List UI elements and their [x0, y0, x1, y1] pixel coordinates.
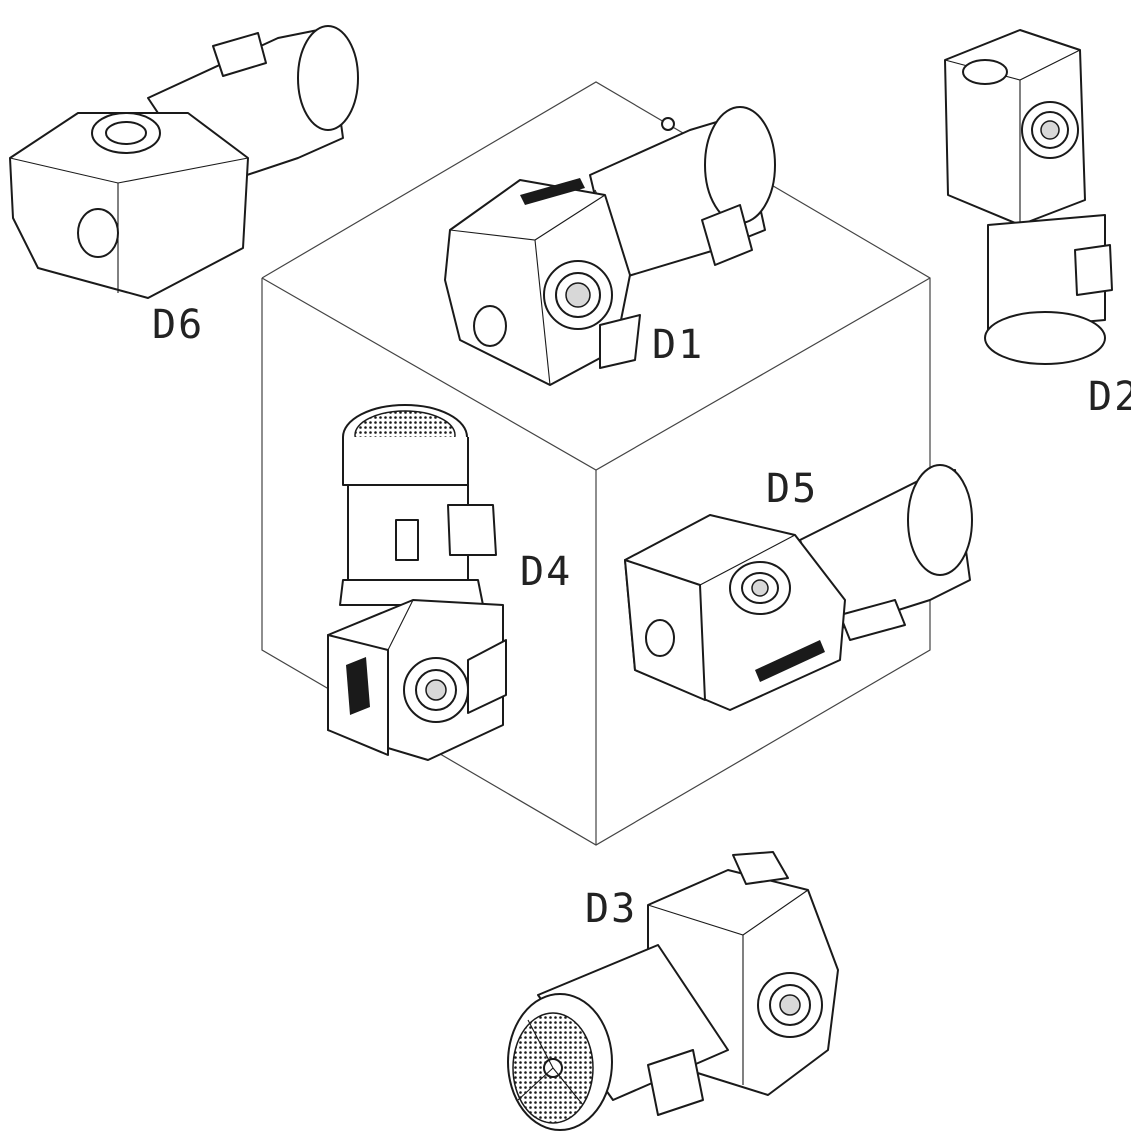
- gearmotor-d3: [507, 851, 839, 1131]
- brand-plate-icon: [755, 640, 825, 682]
- gearmotor-d5: [624, 464, 973, 711]
- brand-plate-icon: [520, 178, 585, 205]
- gearmotor-d4: [327, 404, 507, 761]
- label-d6: D6: [152, 302, 204, 348]
- label-d5: D5: [766, 466, 818, 512]
- mounting-cube: [261, 81, 931, 846]
- label-d3: D3: [585, 886, 637, 932]
- label-d4: D4: [520, 549, 572, 595]
- label-d2: D2: [1088, 374, 1131, 420]
- gearmotor-d1: [444, 106, 776, 386]
- brand-plate-icon: [346, 657, 370, 715]
- label-d1: D1: [652, 322, 704, 368]
- gearmotor-d6: [9, 25, 359, 299]
- gearmotor-d2: [944, 29, 1113, 365]
